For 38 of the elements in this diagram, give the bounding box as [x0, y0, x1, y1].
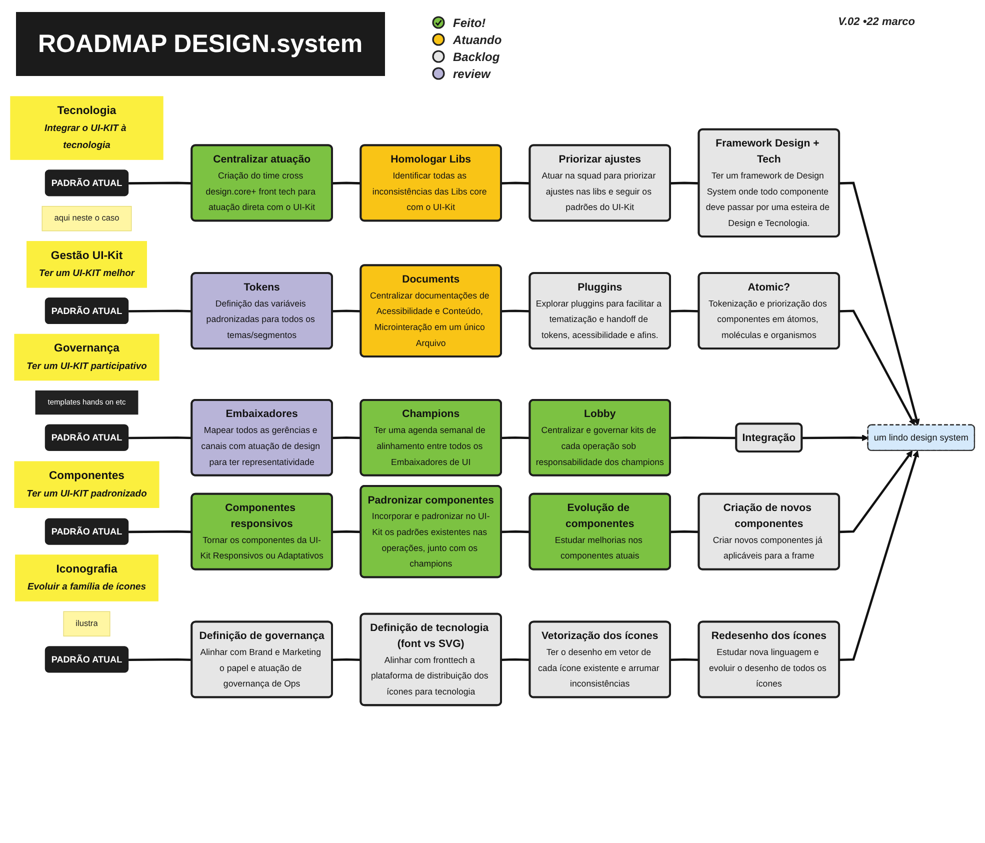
- arrow: [839, 182, 920, 426]
- legend-label: Atuando: [453, 32, 502, 46]
- connector: [332, 182, 362, 184]
- connector: [501, 310, 530, 312]
- connector: [332, 436, 362, 440]
- connector: [128, 436, 192, 440]
- connector: [128, 658, 192, 661]
- connector: [128, 530, 192, 534]
- title: ROADMAP DESIGN.system: [16, 12, 385, 76]
- legend-label: Feito!: [453, 16, 486, 30]
- arrow: [839, 310, 915, 426]
- node-box: Gestão UI-Kit Ter um UI-KIT melhor: [26, 241, 147, 288]
- node-box: aqui neste o caso: [42, 206, 132, 232]
- connector: [501, 530, 530, 534]
- connector: [670, 182, 700, 184]
- arrow: [839, 450, 913, 534]
- connector: [670, 658, 700, 661]
- node-box: Iconografia Evoluir a família de ícones: [15, 554, 158, 602]
- node-box: Componentes Ter um UI-KIT padronizado: [14, 461, 160, 508]
- connector: [128, 310, 192, 312]
- connector: [128, 182, 192, 184]
- legend-label: Backlog: [453, 50, 500, 64]
- node-box: Tecnologia Integrar o UI-KIT à tecnologia: [10, 96, 164, 160]
- connector: [670, 310, 700, 312]
- connector: [501, 436, 530, 440]
- connector: [501, 658, 530, 661]
- connector: [332, 310, 362, 312]
- connector: [670, 436, 737, 440]
- connector: [332, 530, 362, 534]
- legend-label: review: [453, 66, 490, 80]
- connector: [670, 530, 700, 534]
- connector: [332, 658, 362, 661]
- arrow: [839, 450, 919, 661]
- connector: [501, 182, 530, 184]
- arrow: [802, 434, 868, 442]
- node-box: Governança Ter um UI-KIT participativo: [14, 334, 160, 381]
- version-label: V.02 •22 marco: [838, 16, 915, 28]
- node-box: ilustra: [63, 611, 110, 636]
